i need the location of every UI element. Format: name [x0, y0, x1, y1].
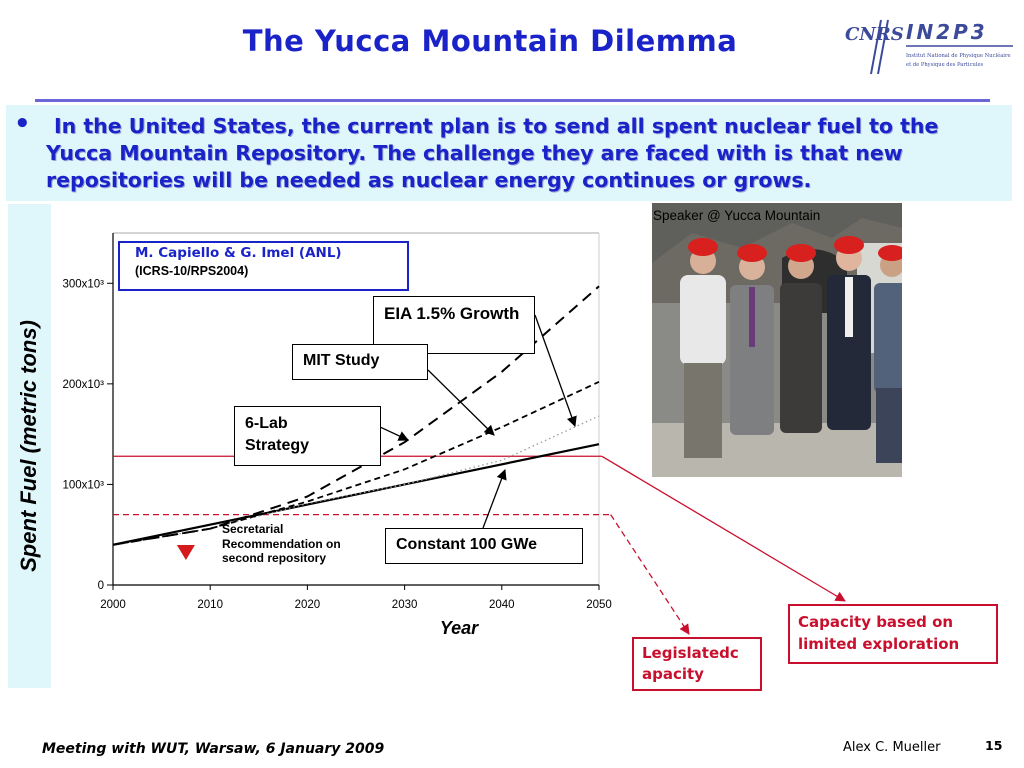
person-2 — [730, 244, 774, 435]
x-axis-label: Year — [440, 618, 479, 638]
in2p3-logo-line2: et de Physique des Particules — [906, 62, 984, 68]
cnrs-in2p3-logo: CNRS IN2P3 Institut National de Physique… — [845, 19, 1013, 75]
annotation-marker — [176, 545, 195, 560]
x-axis: 2000 2010 2020 2030 2040 2050 — [100, 584, 612, 611]
citation-box — [118, 241, 409, 291]
person-4 — [827, 236, 871, 430]
y-tick-label: 200x10³ — [62, 379, 104, 391]
x-tick-label: 2000 — [100, 599, 126, 611]
in2p3-logo-line1: Institut National de Physique Nucléaire — [906, 52, 1011, 59]
citation-authors: M. Capiello & G. Imel (ANL) — [135, 245, 342, 261]
footer-author: Alex C. Mueller — [843, 740, 941, 755]
callout-6lab: 6-Lab Strategy — [234, 406, 381, 466]
footer-meeting: Meeting with WUT, Warsaw, 6 January 2009 — [42, 741, 385, 757]
x-tick-label: 2030 — [392, 599, 418, 611]
x-tick-label: 2050 — [586, 599, 612, 611]
arrow-legislated — [610, 514, 690, 635]
x-tick-label: 2040 — [489, 599, 515, 611]
person-1 — [680, 238, 726, 458]
cnrs-logo-mark: CNRS — [845, 19, 904, 75]
y-axis: 0 100x10³ 200x10³ 300x10³ — [62, 233, 114, 592]
bullet-text: In the United States, the current plan i… — [46, 114, 939, 192]
callout-mit-text: MIT Study — [303, 352, 380, 369]
callout-eia-text: EIA 1.5% Growth — [384, 304, 520, 323]
arrow-capacity — [601, 455, 846, 602]
y-tick-label: 0 — [98, 580, 104, 592]
callout-capacity-exploration-text: Capacity based on limited exploration — [798, 613, 960, 653]
cnrs-logo-text: CNRS — [845, 24, 904, 45]
callout-6lab-text: 6-Lab Strategy — [245, 415, 310, 454]
y-tick-label: 100x10³ — [62, 479, 104, 491]
title-divider — [35, 99, 990, 102]
in2p3-logo-text: IN2P3 — [906, 20, 988, 44]
callout-legislated-capacity-text: Legislatedc apacity — [642, 644, 739, 683]
bullet-marker: • — [14, 109, 31, 139]
slide-title: The Yucca Mountain Dilemma — [242, 24, 738, 58]
callout-constant-text: Constant 100 GWe — [396, 536, 538, 553]
x-tick-label: 2010 — [197, 599, 223, 611]
series-lines — [112, 285, 600, 546]
photo-caption: Speaker @ Yucca Mountain — [653, 208, 821, 223]
y-axis-label-panel — [8, 204, 51, 688]
bullet-panel — [6, 105, 1012, 201]
arrow-mit — [427, 369, 495, 436]
callout-mit: MIT Study — [292, 344, 428, 380]
arrow-constant — [482, 469, 507, 529]
x-tick-label: 2020 — [295, 599, 321, 611]
y-tick-label: 300x10³ — [62, 278, 104, 290]
callout-capacity-exploration: Capacity based on limited exploration — [788, 604, 998, 664]
callout-legislated-capacity: Legislatedc apacity — [632, 637, 762, 691]
page-number: 15 — [985, 738, 1003, 753]
person-3 — [780, 244, 822, 433]
arrow-eia — [534, 314, 577, 427]
citation-reference: (ICRS-10/RPS2004) — [135, 264, 249, 278]
group-photo — [652, 203, 902, 477]
callout-constant: Constant 100 GWe — [385, 528, 583, 564]
series-line-3 — [112, 285, 600, 546]
person-5 — [874, 245, 902, 463]
annotation-secretarial: Secretarial Recommendation on second rep… — [222, 522, 341, 565]
annotation-triangle — [176, 545, 195, 560]
